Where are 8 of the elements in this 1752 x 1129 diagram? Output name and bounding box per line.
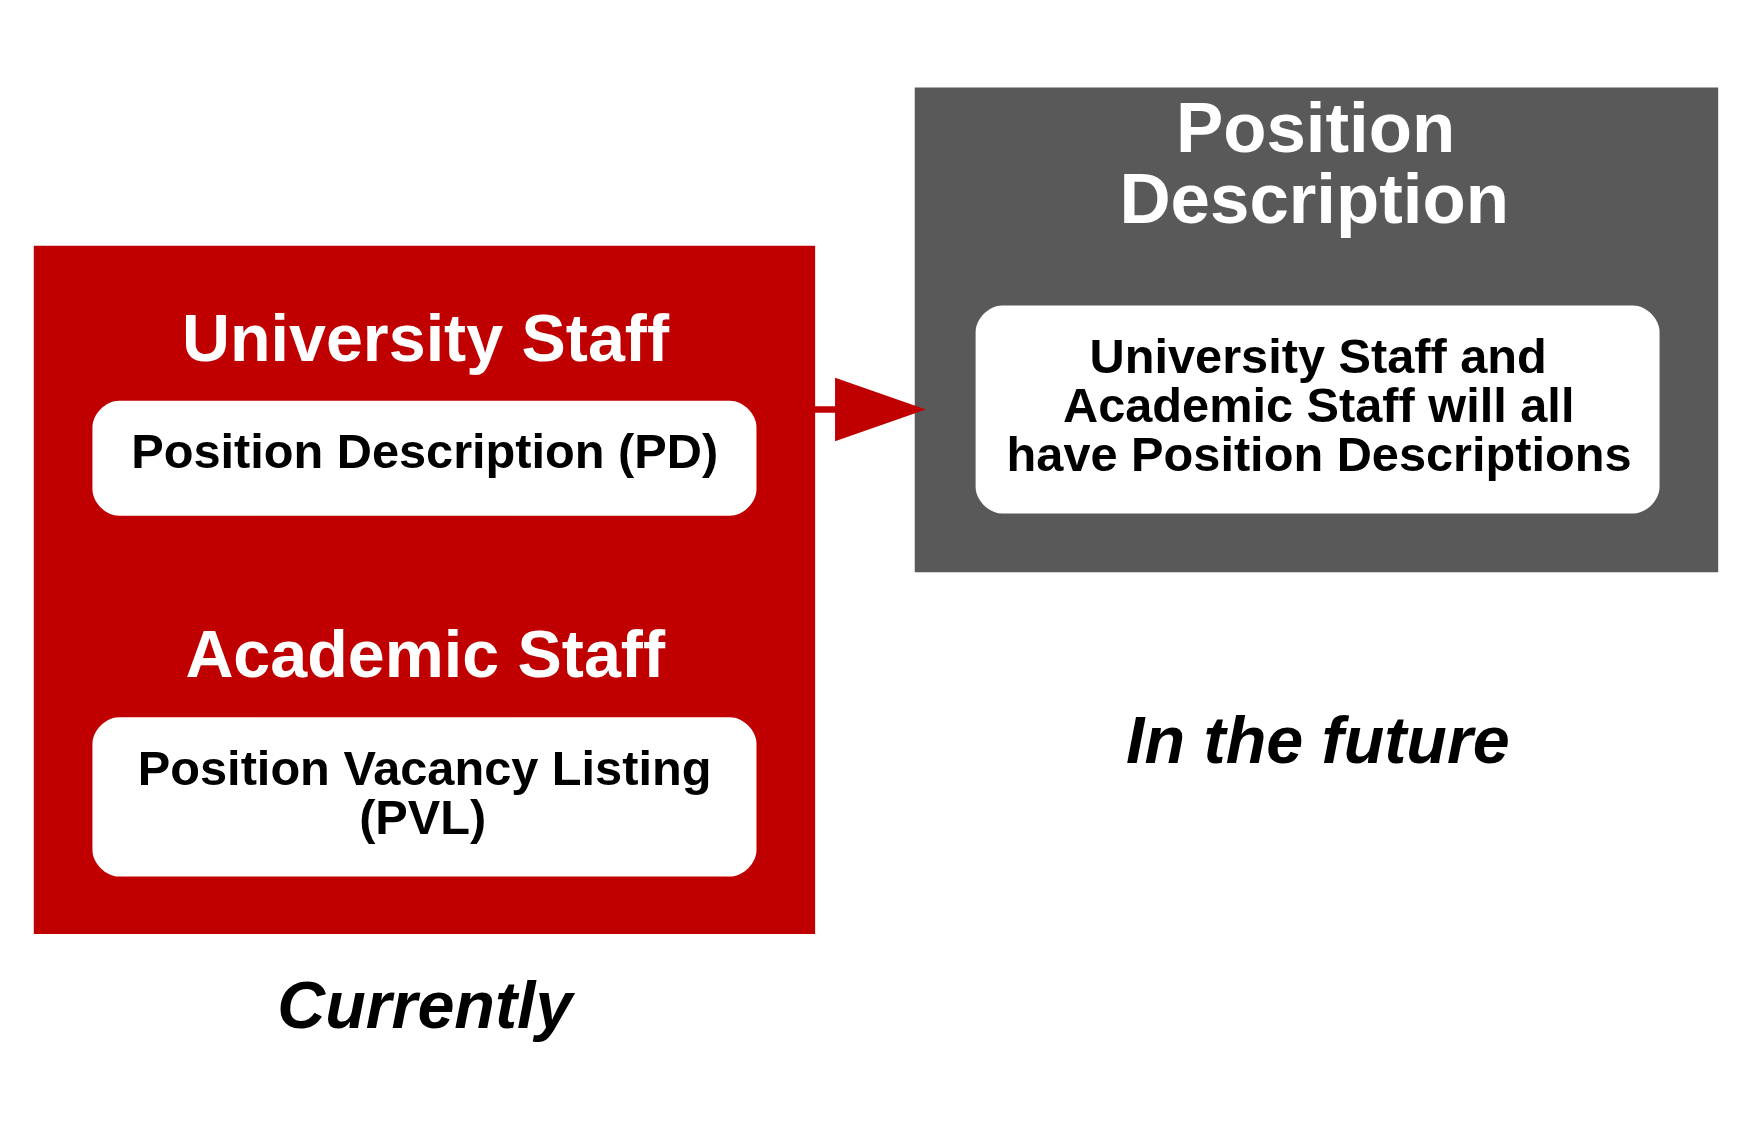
node-label: University Staff [182,300,670,375]
node-label: In the future [1126,702,1510,777]
node-box: Position Description (PD) [92,400,757,516]
node-box: University Staff and Academic Staff will all have Position Descriptions [975,305,1660,514]
node-label: Currently [277,967,573,1042]
cluster [33,245,816,934]
node-label: Academic Staff [185,616,666,691]
node-box: Position Vacancy Listing (PVL) [92,716,757,877]
